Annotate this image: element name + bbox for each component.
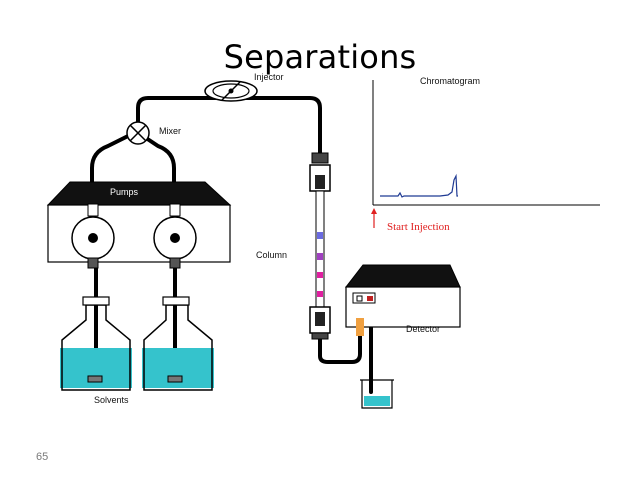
column-label: Column [256,250,288,260]
chromatogram-plot [371,80,600,228]
column [309,152,331,340]
page-number: 65 [36,451,49,463]
detector-cell [356,318,364,336]
tube-mixer-injector [136,96,218,123]
column-band-1 [317,232,323,239]
pump-housing-top [46,181,232,206]
detector-label: Detector [406,324,441,334]
tube-pump2-mixer [144,136,176,194]
pump-unit [46,181,232,269]
detector [344,264,461,336]
mixer [126,121,150,145]
injector-label: Injector [254,72,284,82]
chromatogram-label: Chromatogram [420,76,481,86]
solvent-bottle-1 [60,296,132,391]
waste-liquid [364,396,390,406]
tube-column-detector [318,316,362,364]
tubing [90,96,373,394]
chromatogram-trace [380,173,458,198]
tube-injector-column [244,96,322,157]
pumps-label: Pumps [110,187,139,197]
column-band-2 [317,253,323,260]
column-band-3 [317,272,323,278]
slide-title: Separations [223,38,417,76]
detector-top [344,264,461,288]
solvent-bottle-2 [142,296,214,391]
column-band-4 [317,291,323,297]
tube-pump1-mixer [90,134,130,194]
column-tube [315,190,325,308]
injector [204,80,258,102]
waste-beaker [360,379,394,409]
mixer-label: Mixer [159,126,181,136]
solvents-label: Solvents [94,395,129,405]
start-injection-arrow-head [371,208,377,214]
start-injection-label: Start Injection [387,221,450,233]
